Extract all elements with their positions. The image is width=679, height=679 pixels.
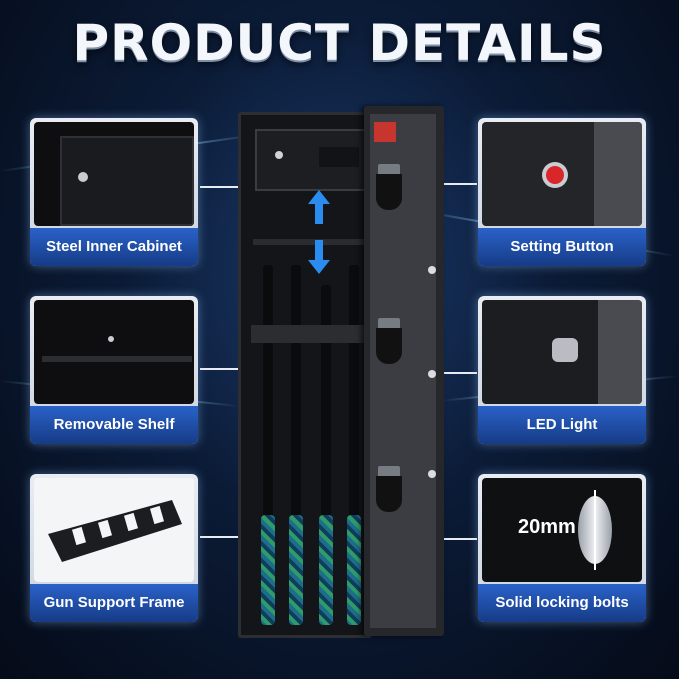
pistol-pocket [376, 174, 402, 210]
rifle-grip [319, 515, 333, 625]
connector-line [200, 368, 260, 370]
pistol [378, 318, 400, 330]
safe-cabinet [238, 112, 372, 638]
arrow-up-icon [308, 190, 330, 224]
pistol-pocket [376, 328, 402, 364]
steel-inner-cabinet-photo [34, 122, 194, 226]
rifle-grip [289, 515, 303, 625]
safe-door [364, 106, 444, 636]
feature-card-gun-support-frame: Gun Support Frame [30, 474, 198, 622]
connector-line [430, 538, 477, 540]
key-lock-icon [275, 151, 283, 159]
feature-card-led-light: LED Light [478, 296, 646, 444]
warning-sticker [374, 122, 396, 142]
pistol [378, 466, 400, 478]
removable-shelf-photo [34, 300, 194, 404]
rifle [263, 265, 273, 555]
pistol-pocket [376, 476, 402, 512]
locking-bolt [428, 370, 436, 378]
page-title: PRODUCT DETAILS [72, 14, 607, 72]
led-light-icon [552, 338, 578, 362]
rifle-grip [261, 515, 275, 625]
setting-button-photo [482, 122, 642, 226]
inner-cabinet-box [255, 129, 369, 191]
removable-shelf [253, 239, 367, 245]
red-button [546, 166, 564, 184]
bolt-diameter-label: 20mm [518, 516, 576, 538]
feature-card-solid-locking-bolts: 20mm Solid locking bolts [478, 474, 646, 622]
inner-cabinet-door-slot [319, 147, 359, 167]
feature-card-setting-button: Setting Button [478, 118, 646, 266]
arrow-down-icon [308, 240, 330, 274]
feature-label: Gun Support Frame [30, 584, 198, 622]
feature-label: LED Light [478, 406, 646, 444]
feature-label: Setting Button [478, 228, 646, 266]
feature-card-steel-inner-cabinet: Steel Inner Cabinet [30, 118, 198, 266]
rifle [349, 265, 359, 555]
locking-bolt [428, 266, 436, 274]
key-icon [78, 172, 88, 182]
gun-support-frame-icon [48, 500, 182, 562]
rifle [321, 285, 331, 555]
gun-support-frame [251, 325, 367, 343]
rifle-grip [347, 515, 361, 625]
led-light-photo [482, 300, 642, 404]
connector-line [432, 372, 477, 374]
feature-label: Removable Shelf [30, 406, 198, 444]
pistol [378, 164, 400, 176]
feature-label: Steel Inner Cabinet [30, 228, 198, 266]
feature-card-removable-shelf: Removable Shelf [30, 296, 198, 444]
locking-bolt [428, 470, 436, 478]
bolt-diameter-marker [594, 490, 596, 570]
rifle [291, 265, 301, 555]
gun-safe-image [232, 106, 444, 638]
solid-locking-bolts-photo: 20mm [482, 478, 642, 582]
gun-support-frame-photo [34, 478, 194, 582]
feature-label: Solid locking bolts [478, 584, 646, 622]
